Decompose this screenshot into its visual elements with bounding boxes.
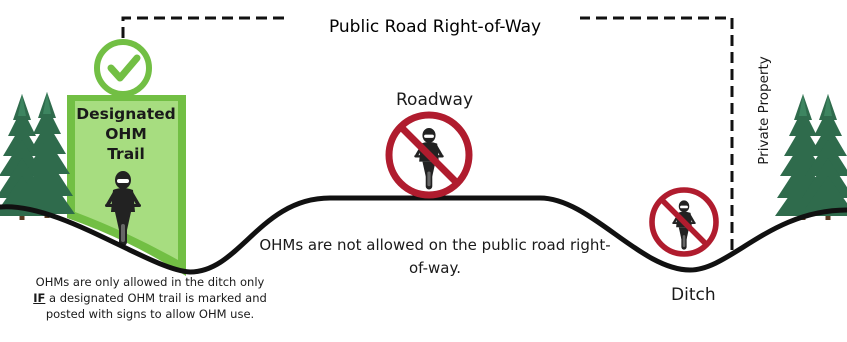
note-text-part-1: OHMs are only allowed in the ditch only bbox=[36, 275, 265, 289]
no-ohm-icon bbox=[389, 115, 469, 195]
ditch-label: Ditch bbox=[671, 285, 716, 305]
sign-line-1: Designated bbox=[72, 104, 180, 124]
designated-trail-sign: Designated OHM Trail bbox=[72, 104, 180, 164]
sign-line-3: Trail bbox=[72, 144, 180, 164]
check-icon bbox=[97, 42, 149, 94]
no-ohm-icon bbox=[652, 190, 716, 254]
private-property-label: Private Property bbox=[754, 43, 774, 178]
sign-line-2: OHM bbox=[72, 124, 180, 144]
right-of-way-label: Public Road Right-of-Way bbox=[290, 16, 580, 38]
right-of-way-note: OHMs are not allowed on the public road … bbox=[258, 234, 612, 280]
note-text-part-2: a designated OHM trail is marked and pos… bbox=[45, 291, 266, 321]
roadway-label: Roadway bbox=[396, 90, 473, 110]
note-emphasis: IF bbox=[33, 291, 45, 305]
ditch-trail-note: OHMs are only allowed in the ditch only … bbox=[32, 274, 268, 322]
